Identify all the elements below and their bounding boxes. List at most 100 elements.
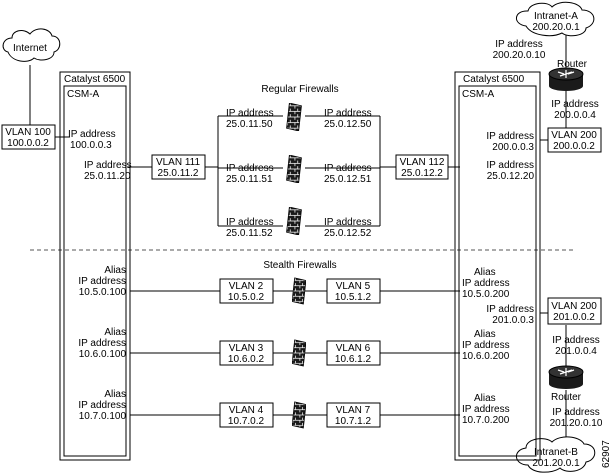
internet-cloud: Internet (2, 28, 61, 62)
catalyst-left: Catalyst 6500 CSM-A (59, 71, 131, 461)
csm-right-alias1-label: IP address (462, 278, 510, 289)
internet-label: Internet (13, 43, 47, 54)
vlan-111-box: VLAN 111 25.0.11.2 (151, 154, 206, 180)
intranet-a-name: Intranet-A (534, 11, 578, 22)
firewall-icon (286, 207, 302, 235)
diagram-label: VLAN 200 (551, 130, 597, 141)
firewall-icon (292, 277, 306, 305)
diagram-label: VLAN 3 (229, 343, 264, 354)
stealth-firewalls-title: Stealth Firewalls (263, 260, 336, 271)
intranet-b-cloud: Intranet-B 201.20.0.1 (516, 436, 596, 473)
diagram-label: VLAN 7 (336, 405, 371, 416)
fw3-left-ip-value: 25.0.11.52 (226, 228, 273, 239)
diagram-label: VLAN 112 (400, 157, 445, 168)
router-bottom-ip-upper-label: IP address (552, 335, 600, 346)
csm-right-alias3-label: IP address (462, 404, 510, 415)
csm-right-alias2-label: IP address (462, 340, 510, 351)
vlan-7-box: VLAN 7 10.7.1.2 (326, 402, 381, 428)
diagram-label: VLAN 200 (551, 301, 597, 312)
diagram-label: VLAN 100 (5, 127, 51, 138)
fw3-left-ip-label: IP address (226, 217, 274, 228)
diagram-label: 100.0.0.2 (7, 138, 49, 149)
catalyst-left-module: CSM-A (67, 89, 100, 100)
router-bottom-icon (548, 365, 584, 389)
router-bottom-ip-lower-value: 201.20.0.10 (550, 418, 603, 429)
vlan-200-bottom-box: VLAN 200 201.0.0.2 (547, 297, 602, 325)
intranet-b-name: Intranet-B (534, 447, 578, 458)
fw3-right-ip-value: 25.0.12.52 (324, 228, 372, 239)
router-top-icon (548, 67, 584, 91)
fw2-right-ip-value: 25.0.12.51 (324, 174, 372, 185)
fw2-left-ip-value: 25.0.11.51 (226, 174, 273, 185)
csm-right-vlan112-ip-value: 25.0.12.20 (487, 171, 535, 182)
figure-id: 62907 (601, 440, 612, 468)
firewall-icon (286, 103, 302, 131)
diagram-label: 10.7.1.2 (335, 416, 372, 427)
csm-right-alias1-title: Alias (474, 267, 496, 278)
diagram-label: 200.0.0.2 (553, 141, 595, 152)
diagram-label: 10.6.1.2 (335, 354, 372, 365)
csm-right-alias3-value: 10.7.0.200 (462, 415, 510, 426)
intranet-a-cloud: Intranet-A 200.20.0.1 (516, 1, 595, 37)
intranet-b-ip: 201.20.0.1 (532, 458, 580, 469)
csm-left-alias3-value: 10.7.0.100 (79, 411, 127, 422)
csm-left-vlan111-ip-label: IP address (84, 160, 132, 171)
router-bottom-ip-upper-value: 201.0.0.4 (555, 346, 597, 357)
catalyst-right-title: Catalyst 6500 (463, 74, 525, 85)
diagram-label: 25.0.12.2 (401, 168, 443, 179)
fw1-left-ip-label: IP address (226, 108, 274, 119)
router-bottom-label: Router (551, 392, 582, 403)
diagram-label: VLAN 4 (229, 405, 264, 416)
csm-right-alias3-title: Alias (474, 393, 496, 404)
diagram-label: 10.6.0.2 (228, 354, 265, 365)
router-top-ip-upper-label: IP address (495, 39, 543, 50)
csm-left-alias3-label: IP address (78, 400, 126, 411)
csm-right-vlan200-ip-value: 200.0.0.3 (492, 142, 534, 153)
catalyst-left-title: Catalyst 6500 (64, 74, 126, 85)
vlan-6-box: VLAN 6 10.6.1.2 (326, 340, 381, 366)
catalyst-right-module: CSM-A (462, 89, 495, 100)
csm-left-alias2-value: 10.6.0.100 (79, 349, 127, 360)
csm-left-alias2-label: IP address (78, 338, 126, 349)
firewall-icon (292, 401, 306, 429)
router-top-ip-lower-label: IP address (551, 99, 599, 110)
fw3-right-ip-label: IP address (324, 217, 372, 228)
vlan-200-top-box: VLAN 200 200.0.0.2 (547, 127, 602, 153)
diagram-label: 10.5.1.2 (335, 292, 372, 303)
csm-left-alias2-title: Alias (104, 327, 126, 338)
firewall-icon (292, 339, 306, 367)
diagram-label: VLAN 111 (156, 157, 201, 168)
vlan-100-box: VLAN 100 100.0.0.2 (1, 124, 56, 150)
fw1-right-ip-value: 25.0.12.50 (324, 119, 372, 130)
vlan-4-box: VLAN 4 10.7.0.2 (219, 402, 274, 428)
csm-left-alias1-value: 10.5.0.100 (79, 287, 127, 298)
csm-right-alias1-value: 10.5.0.200 (462, 289, 510, 300)
csm-right-vlan200b-ip-label: IP address (486, 304, 534, 315)
router-bottom-ip-lower-label: IP address (552, 407, 600, 418)
regular-firewalls-title: Regular Firewalls (261, 84, 338, 95)
diagram-label: 10.5.0.2 (228, 292, 265, 303)
csm-right-vlan112-ip-label: IP address (486, 160, 534, 171)
fw2-left-ip-label: IP address (226, 163, 274, 174)
vlan-112-box: VLAN 112 25.0.12.2 (395, 154, 449, 180)
router-top-ip-lower-value: 200.0.0.4 (554, 110, 596, 121)
intranet-a-ip: 200.20.0.1 (532, 22, 580, 33)
diagram-label: 201.0.0.2 (553, 312, 595, 323)
vlan-5-box: VLAN 5 10.5.1.2 (326, 278, 381, 304)
csm-left-alias1-title: Alias (104, 265, 126, 276)
diagram-label: VLAN 6 (336, 343, 371, 354)
csm-right-alias2-title: Alias (474, 329, 496, 340)
csm-right-vlan200-ip-label: IP address (486, 131, 534, 142)
csm-left-alias1-label: IP address (78, 276, 126, 287)
csm-left-vlan111-ip-value: 25.0.11.20 (84, 171, 131, 182)
router-top-ip-upper-value: 200.20.0.10 (493, 50, 546, 61)
csm-right-alias2-value: 10.6.0.200 (462, 351, 510, 362)
vlan-2-box: VLAN 2 10.5.0.2 (219, 278, 274, 304)
csm-left-vlan100-ip-label: IP address (68, 129, 116, 140)
diagram-label: 10.7.0.2 (228, 416, 265, 427)
diagram-label: 25.0.11.2 (158, 168, 199, 179)
fw1-left-ip-value: 25.0.11.50 (226, 119, 273, 130)
fw2-right-ip-label: IP address (324, 163, 372, 174)
router-top-label: Router (557, 59, 588, 70)
diagram-label: VLAN 2 (229, 281, 264, 292)
